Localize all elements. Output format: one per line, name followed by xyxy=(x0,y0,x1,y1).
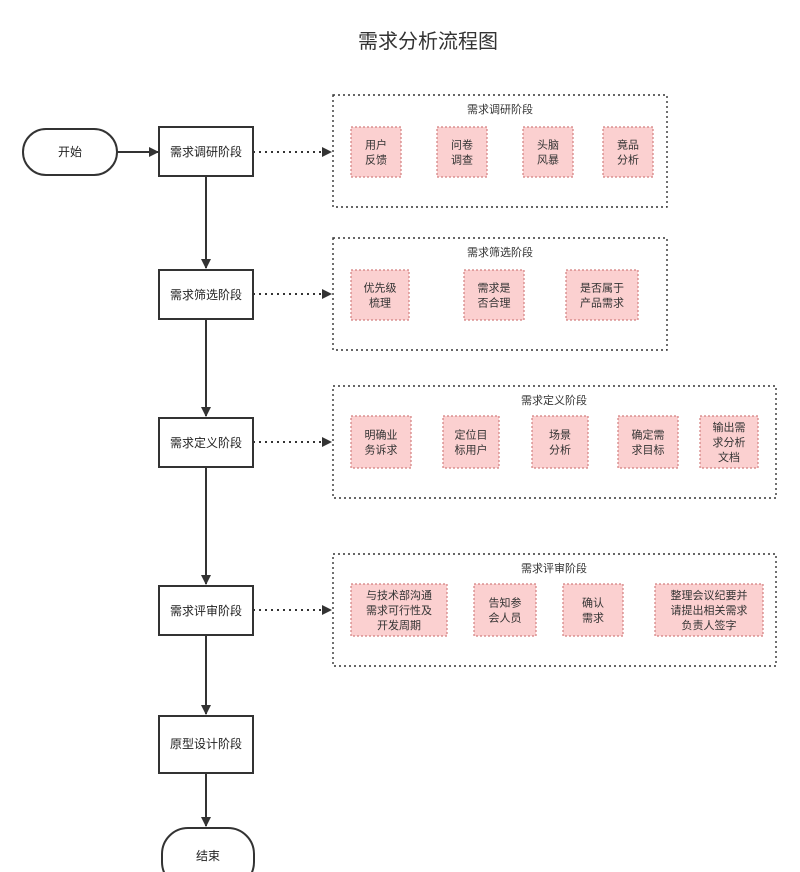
research-item-box xyxy=(350,126,402,178)
group-title-review: 需求评审阶段 xyxy=(521,561,587,575)
stage-label-research: 需求调研阶段 xyxy=(170,144,242,159)
group-title-define: 需求定义阶段 xyxy=(521,393,587,407)
stage-label-prototype: 原型设计阶段 xyxy=(170,736,242,751)
item-text-line: 整理会议纪要并 xyxy=(671,588,748,602)
items-filter: 优先级梳理 需求是否合理 是否属于产品需求 xyxy=(350,269,639,321)
research-item-text: 问卷调查 xyxy=(451,138,473,167)
item-text-line: 明确业 xyxy=(365,429,398,442)
item-text-line: 会人员 xyxy=(489,612,522,625)
review-item-box xyxy=(562,583,624,637)
stage-label-define: 需求定义阶段 xyxy=(170,435,242,450)
item-text-line: 梳理 xyxy=(369,296,391,310)
item-text-line: 调查 xyxy=(451,153,473,167)
review-item-box xyxy=(350,583,448,637)
group-review xyxy=(332,553,777,667)
research-item-text: 用户反馈 xyxy=(365,138,387,167)
group-title-research: 需求调研阶段 xyxy=(467,102,533,116)
item-text-line: 需求 xyxy=(582,612,604,625)
item-text-line: 需求是 xyxy=(478,282,511,295)
review-item-text: 整理会议纪要并请提出相关需求负责人签字 xyxy=(671,588,748,632)
define-item-text: 场景分析 xyxy=(549,428,571,457)
item-text-line: 产品需求 xyxy=(580,296,624,310)
item-text-line: 问卷 xyxy=(451,138,473,152)
filter-item-box xyxy=(463,269,525,321)
item-text-line: 反馈 xyxy=(365,154,387,167)
item-text-line: 头脑 xyxy=(537,139,559,152)
item-text-line: 用户 xyxy=(365,138,387,152)
define-item-text: 确定需求目标 xyxy=(632,428,665,457)
define-item-box xyxy=(617,415,679,469)
item-text-line: 标用户 xyxy=(455,443,488,457)
stage-label-review: 需求评审阶段 xyxy=(170,603,242,618)
stage-box-define xyxy=(158,417,254,468)
define-item-box xyxy=(531,415,589,469)
review-item-text: 确认需求 xyxy=(582,597,604,625)
item-text-line: 求分析 xyxy=(713,435,746,449)
item-text-line: 定位目 xyxy=(455,428,488,442)
research-item-box xyxy=(522,126,574,178)
item-text-line: 输出需 xyxy=(713,420,746,434)
define-item-text: 输出需求分析文档 xyxy=(713,420,746,464)
diagram-title: 需求分析流程图 xyxy=(358,29,498,53)
items-define: 明确业务诉求 定位目标用户 场景分析 确定需求目标 输出需求分析文档 xyxy=(350,415,759,469)
filter-item-text: 是否属于产品需求 xyxy=(580,282,624,310)
end-terminal xyxy=(161,827,255,872)
item-text-line: 分析 xyxy=(549,443,571,457)
filter-item-text: 需求是否合理 xyxy=(478,282,511,310)
item-text-line: 场景 xyxy=(549,428,571,442)
start-label: 开始 xyxy=(58,145,82,159)
item-text-line: 负责人签字 xyxy=(682,618,737,632)
stage-label-filter: 需求筛选阶段 xyxy=(170,287,242,302)
item-text-line: 风暴 xyxy=(537,154,559,167)
item-text-line: 是否属于 xyxy=(580,282,624,295)
review-item-box xyxy=(654,583,764,637)
define-item-text: 定位目标用户 xyxy=(455,428,488,457)
group-title-filter: 需求筛选阶段 xyxy=(467,245,533,259)
item-text-line: 开发周期 xyxy=(377,618,421,632)
item-text-line: 否合理 xyxy=(478,296,511,310)
item-text-line: 确定需 xyxy=(632,428,665,442)
group-filter xyxy=(332,237,668,351)
research-item-text: 头脑风暴 xyxy=(537,139,559,167)
stage-box-research xyxy=(158,126,254,177)
item-text-line: 竟品 xyxy=(617,139,639,152)
item-text-line: 需求可行性及 xyxy=(366,603,432,617)
item-text-line: 告知参 xyxy=(489,596,522,610)
research-item-box xyxy=(436,126,488,178)
items-research: 用户反馈 问卷调查 头脑风暴 竟品分析 xyxy=(350,126,654,178)
define-item-box xyxy=(350,415,412,469)
review-item-box xyxy=(473,583,537,637)
research-item-box xyxy=(602,126,654,178)
review-item-text: 告知参会人员 xyxy=(489,596,522,625)
define-item-box xyxy=(699,415,759,469)
filter-item-box xyxy=(350,269,410,321)
item-text-line: 文档 xyxy=(718,450,740,464)
research-item-text: 竟品分析 xyxy=(617,139,639,167)
end-label: 结束 xyxy=(196,849,220,863)
item-text-line: 与技术部沟通 xyxy=(366,588,432,602)
item-text-line: 求目标 xyxy=(632,443,665,457)
item-text-line: 请提出相关需求 xyxy=(671,603,748,617)
review-item-text: 与技术部沟通需求可行性及开发周期 xyxy=(366,588,432,632)
item-text-line: 务诉求 xyxy=(365,444,398,457)
item-text-line: 确认 xyxy=(582,597,604,610)
filter-item-text: 优先级梳理 xyxy=(364,282,397,310)
item-text-line: 分析 xyxy=(617,153,639,167)
group-define xyxy=(332,385,777,499)
define-item-text: 明确业务诉求 xyxy=(365,429,398,457)
item-text-line: 优先级 xyxy=(364,282,397,295)
filter-item-box xyxy=(565,269,639,321)
stage-box-prototype xyxy=(158,715,254,774)
items-review: 与技术部沟通需求可行性及开发周期 告知参会人员 确认需求 整理会议纪要并请提出相… xyxy=(350,583,764,637)
group-research xyxy=(332,94,668,208)
define-item-box xyxy=(442,415,500,469)
